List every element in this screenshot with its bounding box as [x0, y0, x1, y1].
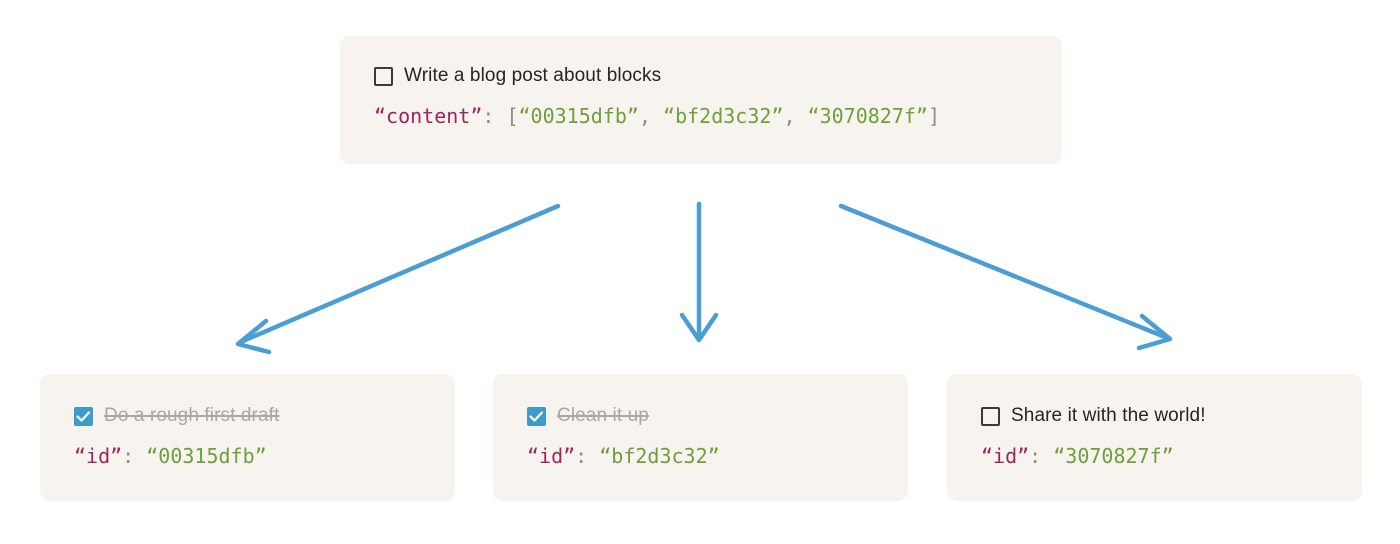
parent-code-line: “content”: [“00315dfb”, “bf2d3c32”, “307…: [374, 104, 940, 128]
code-colon: :: [575, 444, 600, 468]
child-code-line: “id”: “3070827f”: [981, 444, 1174, 468]
parent-todo-label: Write a blog post about blocks: [404, 65, 662, 86]
parent-todo-row[interactable]: Write a blog post about blocks: [374, 66, 661, 86]
code-value: “bf2d3c32”: [599, 444, 720, 468]
code-value-1: “bf2d3c32”: [663, 104, 784, 128]
child-todo-label: Share it with the world!: [1011, 405, 1206, 426]
child-todo-row[interactable]: Clean it up: [527, 406, 649, 426]
checkbox-empty-icon[interactable]: [981, 406, 1000, 426]
arrow-to-child-3: [838, 203, 1173, 351]
child-todo-row[interactable]: Do a rough first draft: [74, 406, 279, 426]
code-open-bracket: [: [506, 104, 519, 128]
child-block-card[interactable]: Clean it up “id”: “bf2d3c32”: [493, 374, 908, 501]
checkbox-empty-icon[interactable]: [374, 66, 393, 86]
arrow-to-child-1: [235, 203, 561, 355]
checkbox-checked-icon[interactable]: [74, 406, 93, 426]
child-code-line: “id”: “00315dfb”: [74, 444, 267, 468]
code-value-0: “00315dfb”: [518, 104, 639, 128]
code-key: “content”: [374, 104, 483, 128]
parent-block-card[interactable]: Write a blog post about blocks “content”…: [340, 36, 1062, 164]
child-todo-label: Do a rough first draft: [104, 405, 280, 426]
code-value: “00315dfb”: [146, 444, 267, 468]
child-block-card[interactable]: Do a rough first draft “id”: “00315dfb”: [40, 374, 455, 501]
code-colon: :: [482, 104, 507, 128]
code-colon: :: [1029, 444, 1054, 468]
child-todo-row[interactable]: Share it with the world!: [981, 406, 1206, 426]
code-value: “3070827f”: [1053, 444, 1174, 468]
arrow-to-child-2: [679, 201, 719, 343]
child-block-card[interactable]: Share it with the world! “id”: “3070827f…: [947, 374, 1362, 501]
code-value-2: “3070827f”: [807, 104, 928, 128]
code-separator-0: ,: [638, 104, 664, 128]
code-colon: :: [122, 444, 147, 468]
child-code-line: “id”: “bf2d3c32”: [527, 444, 720, 468]
code-separator-1: ,: [783, 104, 808, 128]
code-key: “id”: [74, 444, 123, 468]
code-key: “id”: [527, 444, 576, 468]
checkbox-checked-icon[interactable]: [527, 406, 546, 426]
code-close-bracket: ]: [927, 104, 941, 128]
code-key: “id”: [981, 444, 1030, 468]
child-todo-label: Clean it up: [557, 405, 649, 426]
